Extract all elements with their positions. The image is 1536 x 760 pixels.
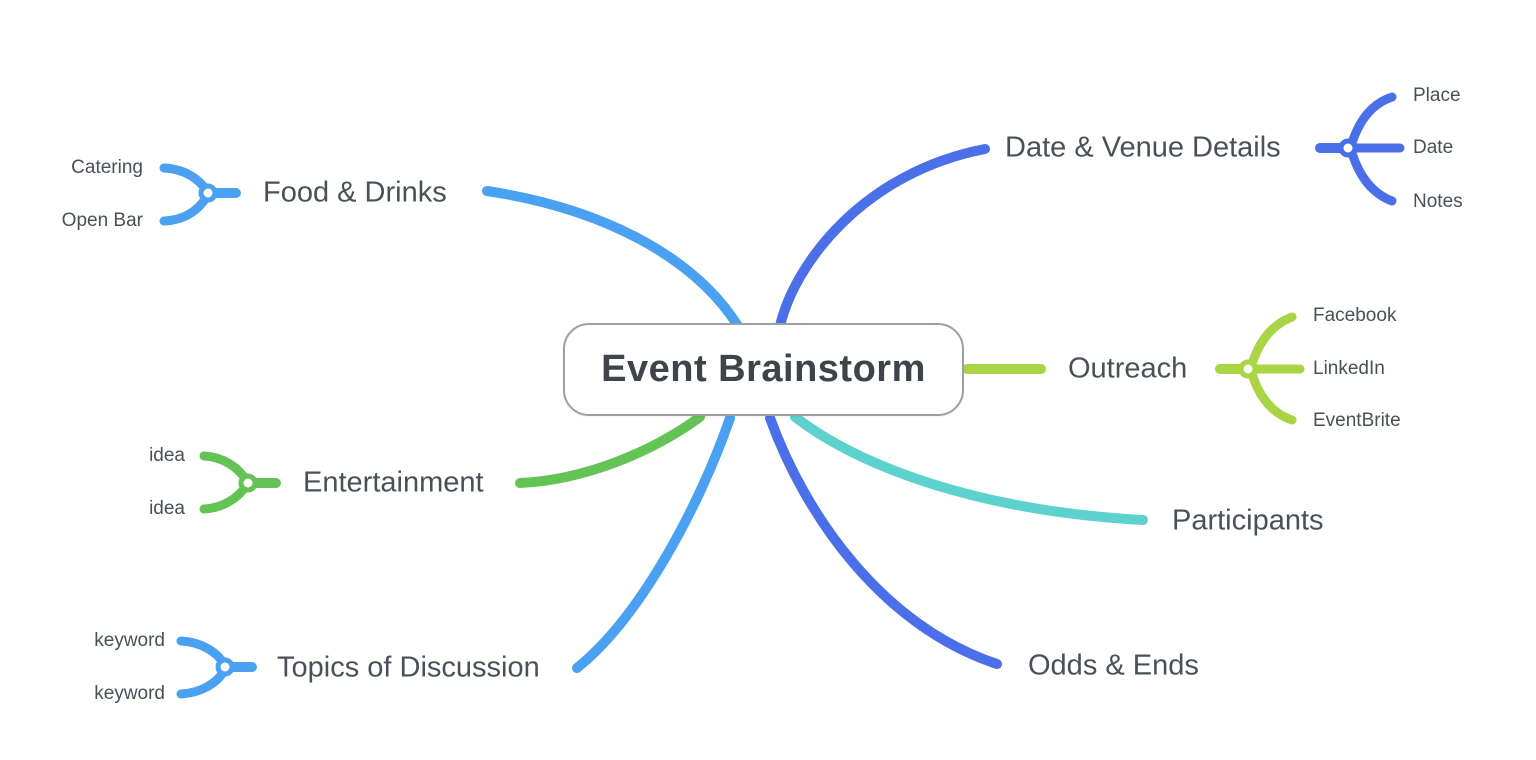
- topic-label-odds-ends[interactable]: Odds & Ends: [1028, 649, 1199, 682]
- date-venue-curve: [775, 144, 990, 331]
- subtopic-label-idea-2[interactable]: idea: [149, 498, 185, 519]
- entertainment-fork-upper: [199, 451, 251, 485]
- topic-label-date-venue-details[interactable]: Date & Venue Details: [1005, 131, 1281, 164]
- subtopic-label-eventbrite[interactable]: EventBrite: [1313, 410, 1401, 431]
- outreach-junction-dot: [1238, 359, 1258, 379]
- topics-connectors: [176, 413, 735, 699]
- date-venue-connectors: [775, 92, 1405, 331]
- subtopic-label-linkedin[interactable]: LinkedIn: [1313, 358, 1385, 379]
- participants-curve: [790, 412, 1148, 525]
- date-venue-fork-upper: [1347, 92, 1397, 148]
- subtopic-label-place[interactable]: Place: [1413, 85, 1461, 106]
- food-drinks-connectors: [159, 163, 743, 331]
- topic-label-outreach[interactable]: Outreach: [1068, 352, 1188, 385]
- food-drinks-curve: [482, 186, 743, 331]
- outreach-fork-lower: [1247, 369, 1297, 425]
- topic-label-topics-of-discussion[interactable]: Topics of Discussion: [277, 651, 540, 684]
- topics-fork-upper: [176, 636, 229, 669]
- subtopic-label-idea-1[interactable]: idea: [149, 445, 185, 466]
- topics-fork-lower: [176, 666, 229, 699]
- subtopic-label-facebook[interactable]: Facebook: [1313, 305, 1397, 326]
- subtopic-label-notes[interactable]: Notes: [1413, 191, 1463, 212]
- central-topic-node[interactable]: Event Brainstorm: [563, 323, 964, 416]
- odds-ends-connectors: [765, 413, 1002, 669]
- topic-label-participants[interactable]: Participants: [1172, 504, 1324, 537]
- odds-ends-curve: [765, 413, 1002, 669]
- entertainment-curve: [515, 412, 705, 488]
- subtopic-label-keyword-2[interactable]: keyword: [94, 683, 165, 704]
- topics-junction-dot: [215, 657, 235, 677]
- entertainment-connectors: [199, 412, 705, 514]
- topics-curve: [572, 413, 735, 673]
- subtopic-label-catering[interactable]: Catering: [71, 157, 143, 178]
- topic-label-food-drinks[interactable]: Food & Drinks: [263, 176, 447, 209]
- subtopic-label-open-bar[interactable]: Open Bar: [61, 210, 143, 231]
- entertainment-fork-lower: [199, 481, 251, 514]
- outreach-fork-upper: [1247, 312, 1297, 369]
- date-venue-junction-dot: [1338, 138, 1358, 158]
- food-drinks-fork-lower: [159, 191, 212, 226]
- topic-label-entertainment[interactable]: Entertainment: [303, 466, 484, 499]
- central-topic-label: Event Brainstorm: [601, 348, 926, 390]
- subtopic-label-date[interactable]: Date: [1413, 137, 1454, 158]
- entertainment-junction-dot: [238, 473, 258, 493]
- outreach-connectors: [962, 312, 1305, 425]
- date-venue-fork-lower: [1347, 148, 1397, 206]
- food-drinks-junction-dot: [198, 183, 218, 203]
- subtopic-label-keyword-1[interactable]: keyword: [94, 630, 165, 651]
- participants-connectors: [790, 412, 1148, 525]
